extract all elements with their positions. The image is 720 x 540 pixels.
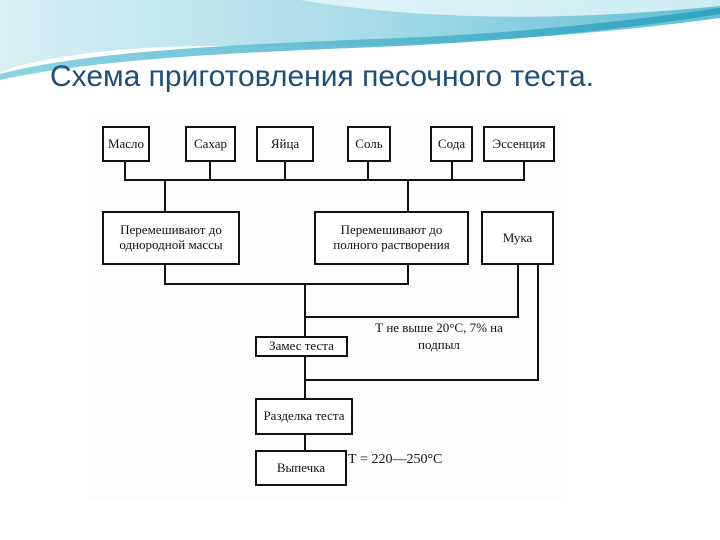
connector-lines [124,160,539,450]
process-flow-diagram: Масло Сахар Яйца Соль Сода Эссенция Пере… [88,112,566,500]
ingredient-essence: Эссенция [483,126,555,162]
step-mix-dissolve: Перемешивают до полного растворения [314,211,469,265]
ingredient-salt: Соль [347,126,391,162]
ingredient-flour: Мука [481,211,554,265]
header-swoosh [0,0,720,80]
step-shaping: Разделка теста [255,398,353,435]
ingredient-sugar: Сахар [185,126,236,162]
kneading-note: Т не выше 20°C, 7% на подпыл [375,320,503,352]
slide-title: Схема приготовления песочного теста. [50,60,595,93]
ingredient-soda: Сода [430,126,473,162]
ingredient-eggs: Яйца [256,126,314,162]
step-kneading: Замес теста [255,336,348,357]
baking-note: Т = 220—250°C [348,452,443,467]
step-mix-homogeneous: Перемешивают до однородной массы [102,211,240,265]
step-baking: Выпечка [255,450,347,486]
ingredient-butter: Масло [102,126,150,162]
